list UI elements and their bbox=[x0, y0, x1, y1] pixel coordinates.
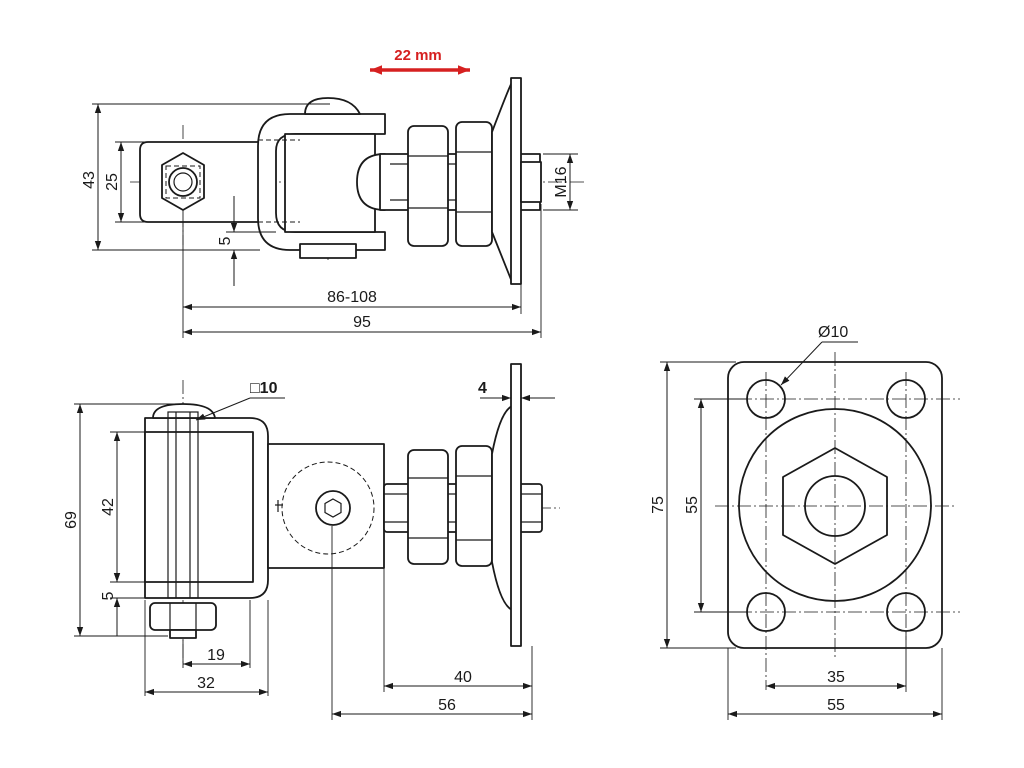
nut-1-top bbox=[407, 125, 449, 247]
dim-width-32: 32 bbox=[197, 675, 215, 692]
dim-plate-width: 55 bbox=[827, 697, 845, 714]
base-plate-edge-top bbox=[510, 77, 522, 285]
dim-hole-diameter: Ø10 bbox=[818, 324, 848, 341]
adjustment-label: 22 mm bbox=[394, 47, 442, 64]
bolt-end-top bbox=[168, 167, 198, 197]
dim-thread-m16: M16 bbox=[553, 166, 570, 197]
dim-height-42: 42 bbox=[100, 498, 117, 516]
plate-view: Ø10 75 55 35 55 bbox=[650, 324, 960, 720]
dim-hole-spacing-h: 35 bbox=[827, 669, 845, 686]
dim-plate-thickness: 4 bbox=[478, 380, 487, 397]
ball-joint-top bbox=[356, 153, 386, 211]
dim-length-range: 86-108 bbox=[327, 289, 377, 306]
front-view: □10 4 69 42 5 19 32 40 bbox=[63, 363, 560, 720]
u-bracket-top bbox=[257, 113, 386, 251]
dim-gap-5-front: 5 bbox=[100, 591, 117, 600]
dim-gap-5: 5 bbox=[217, 236, 234, 245]
dim-width-56: 56 bbox=[438, 697, 456, 714]
top-view: 22 mm 43 25 5 M16 86-108 95 bbox=[81, 47, 585, 338]
dim-height-69: 69 bbox=[63, 511, 80, 529]
label-square-bolt: □10 bbox=[250, 380, 278, 397]
dim-height-43: 43 bbox=[81, 171, 98, 189]
dim-height-25: 25 bbox=[104, 173, 121, 191]
nut-2-front bbox=[455, 445, 493, 567]
dim-plate-height: 75 bbox=[650, 496, 667, 514]
socket-screw-front bbox=[315, 490, 351, 526]
nut-1-front bbox=[407, 449, 449, 565]
base-plate-edge-front bbox=[510, 363, 522, 647]
washer-bell-front bbox=[491, 405, 513, 611]
dim-width-40: 40 bbox=[454, 669, 472, 686]
nut-bottom-front bbox=[149, 602, 217, 631]
dim-length-95: 95 bbox=[353, 314, 371, 331]
washer-bell-top bbox=[491, 81, 513, 283]
dim-hole-spacing-v: 55 bbox=[684, 496, 701, 514]
nut-2-top bbox=[455, 121, 493, 247]
dim-width-19: 19 bbox=[207, 647, 225, 664]
pin-head-top bbox=[304, 97, 361, 115]
